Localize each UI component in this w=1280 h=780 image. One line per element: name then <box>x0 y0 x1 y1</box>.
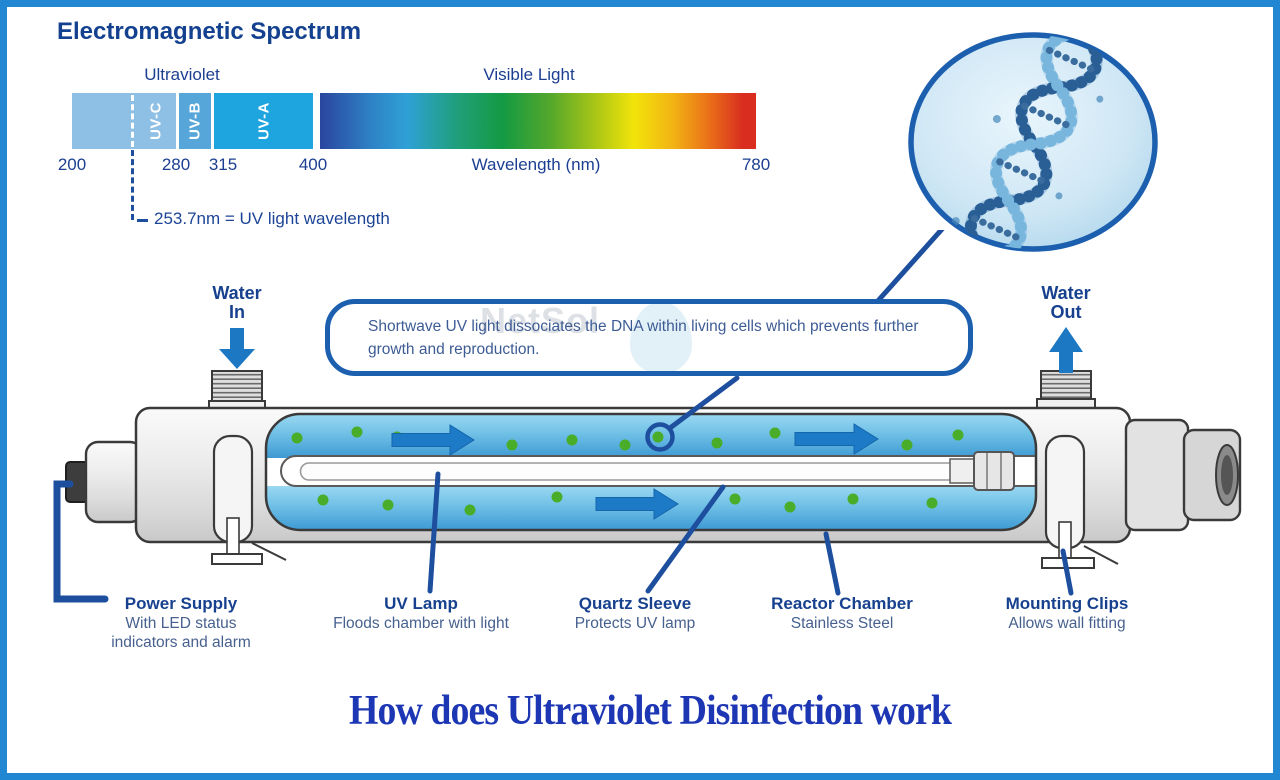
callout-pointer-line <box>667 375 740 431</box>
uvc-band-label: UV-C <box>147 102 165 140</box>
spectrum-title: Electromagnetic Spectrum <box>57 18 362 45</box>
highlighted-microbe-ring <box>645 422 675 452</box>
power-supply-label: Power Supply With LED status indicators … <box>111 594 251 651</box>
uv-wavelength-annotation: 253.7nm = UV light wavelength <box>154 209 390 228</box>
spectrum-band-far-uv: UV-C <box>72 93 176 149</box>
wavelength-axis-label: Wavelength (nm) <box>471 155 601 174</box>
lamp-end-plug <box>949 458 977 484</box>
uva-band-label: UV-A <box>255 102 272 140</box>
cutaway-contents <box>266 414 1036 530</box>
water-in-arrow <box>219 328 255 369</box>
uv-253-dashed-line-navy <box>131 150 134 220</box>
dna-helix <box>951 35 1104 249</box>
sleeve-gland-nut <box>973 451 1015 491</box>
quartz-sleeve-label: Quartz Sleeve Protects UV lamp <box>574 594 696 632</box>
water-top-channel <box>266 414 1036 458</box>
cutaway-outline <box>264 412 1038 532</box>
visible-spectrum-gradient <box>320 93 756 149</box>
netsol-watermark: NetSol <box>480 300 692 371</box>
mounting-clips-leader-line <box>1060 548 1074 596</box>
dna-callout-leader-line <box>874 230 945 305</box>
water-out-arrow <box>1049 327 1083 373</box>
tick-315: 315 <box>208 155 238 174</box>
chamber-left-cap <box>84 440 144 524</box>
quartz-sleeve-leader-line <box>645 484 726 594</box>
uv-lamp-label: UV Lamp Floods chamber with light <box>333 594 509 632</box>
dna-magnifier-illustration <box>908 32 1158 252</box>
uvb-band-label: UV-B <box>186 102 204 140</box>
uv-253-dash-horizontal <box>137 219 148 222</box>
page-title: How does Ultraviolet Disinfection work <box>348 688 952 734</box>
uv-explanation-callout: NetSol Shortwave UV light dissociates th… <box>325 299 973 376</box>
reactor-chamber-leader-line <box>823 531 841 596</box>
tick-400: 400 <box>298 155 328 174</box>
watermark-waterdrop-icon <box>630 304 692 371</box>
power-supply-leader-line <box>53 480 109 603</box>
callout-text: Shortwave UV light dissociates the DNA w… <box>368 318 919 358</box>
uv-lamp-tube <box>299 462 955 481</box>
reactor-chamber-label: Reactor Chamber Stainless Steel <box>771 594 913 632</box>
uv-lamp-leader-line <box>427 471 441 594</box>
tick-280: 280 <box>161 155 191 174</box>
mounting-clip-left <box>211 434 287 565</box>
uv-253-dashed-line-white <box>131 95 134 147</box>
watermark-text: NetSol <box>480 300 601 341</box>
chamber-right-ring <box>1182 428 1242 522</box>
chamber-right-cap <box>1124 418 1190 532</box>
flow-arrows <box>391 423 879 520</box>
tick-200: 200 <box>57 155 87 174</box>
mounting-clips-label: Mounting Clips Allows wall fitting <box>1005 594 1129 632</box>
spectrum-band-uvb: UV-B <box>179 93 211 149</box>
uv-chamber-diagram <box>53 230 1242 603</box>
visible-light-label: Visible Light <box>483 65 575 84</box>
spectrum-band-uva: UV-A <box>214 93 313 149</box>
tick-780: 780 <box>741 155 771 174</box>
ultraviolet-label: Ultraviolet <box>144 65 220 84</box>
